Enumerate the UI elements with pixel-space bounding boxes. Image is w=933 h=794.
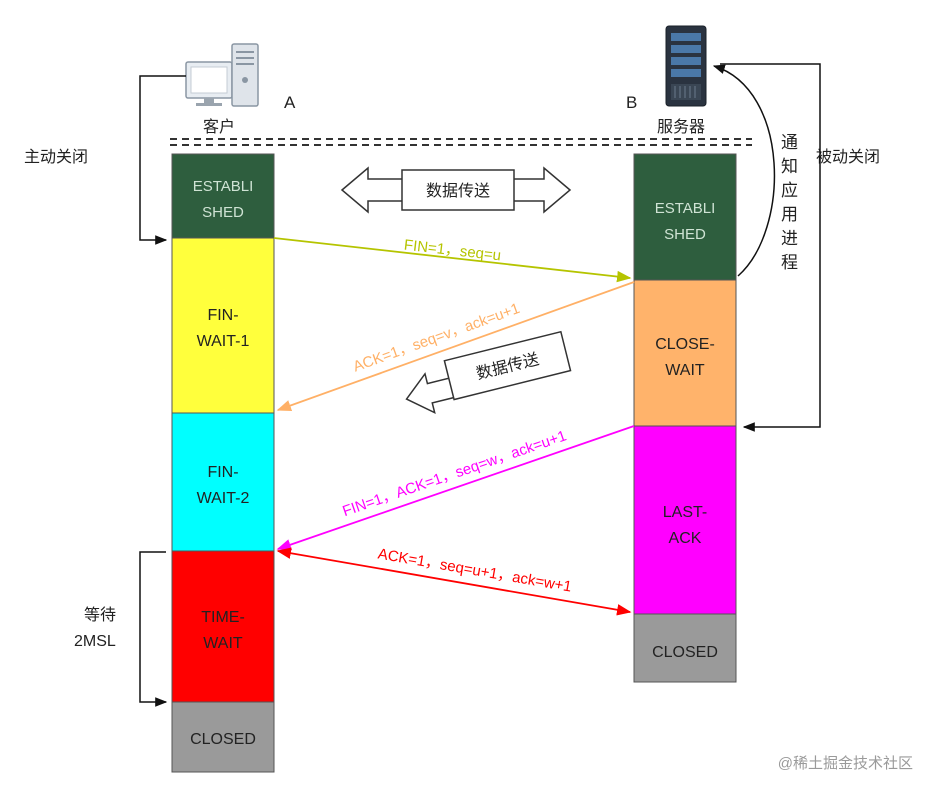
- notify-char-1: 通: [781, 133, 798, 152]
- final-ack-message-label: ACK=1，seq=u+1，ack=w+1: [377, 545, 573, 595]
- notify-application-label: 通 知 应 用 进 程: [781, 133, 798, 272]
- ack-message-arrow: [276, 281, 635, 412]
- client-state-fin-wait-2: FIN- WAIT-2: [171, 412, 275, 552]
- client-state-time-wait-line2: WAIT: [203, 635, 243, 652]
- server-state-close-wait-line1: CLOSE-: [655, 336, 715, 353]
- data-transfer-label: 数据传送: [426, 182, 490, 200]
- wait-2msl-bracket-arrow: [139, 551, 168, 707]
- passive-close-bracket-line: [0, 0, 784, 76]
- passive-close-arrow: [720, 63, 821, 432]
- server-label: 服务器: [657, 118, 705, 136]
- client-state-fin-wait-1-line2: WAIT-1: [197, 333, 250, 350]
- client-state-closed-line1: CLOSED: [190, 731, 256, 748]
- fin-message-arrow: [273, 237, 632, 283]
- notify-app-curved-arrow: [712, 64, 776, 277]
- passive-close-label: 被动关闭: [816, 148, 880, 166]
- server-state-established-line1: ESTABLI: [655, 200, 716, 217]
- server-state-established-line2: SHED: [664, 226, 706, 243]
- fin-ack-message-arrow: [276, 425, 635, 551]
- notify-char-3: 应: [781, 181, 798, 200]
- client-label: 客户: [203, 118, 235, 136]
- fin-ack-message: FIN=1，ACK=1，seq=w，ack=u+1: [276, 425, 635, 551]
- client-state-closed: CLOSED: [171, 701, 275, 773]
- client-state-established: ESTABLI SHED: [171, 153, 275, 239]
- client-state-fin-wait-2-line2: WAIT-2: [197, 490, 250, 507]
- server-state-last-ack-line1: LAST-: [663, 504, 707, 521]
- client-state-column: ESTABLI SHED FIN- WAIT-1 FIN- WAIT-2 TIM…: [171, 153, 275, 773]
- client-state-fin-wait-1: FIN- WAIT-1: [171, 237, 275, 414]
- client-state-established-line2: SHED: [202, 204, 244, 221]
- data-transfer-double-arrow: 数据传送: [340, 166, 572, 214]
- final-ack-message: ACK=1，seq=u+1，ack=w+1: [276, 545, 632, 616]
- server-state-column: ESTABLI SHED CLOSE- WAIT LAST- ACK CLOSE…: [633, 153, 737, 683]
- notify-char-2: 知: [781, 157, 798, 176]
- fin-message-label: FIN=1，seq=u: [403, 237, 502, 265]
- server-state-closed: CLOSED: [633, 613, 737, 683]
- fin-message: FIN=1，seq=u: [273, 237, 632, 283]
- client-state-time-wait-line1: TIME-: [201, 609, 245, 626]
- client-state-fin-wait-1-line1: FIN-: [207, 307, 238, 324]
- server-state-close-wait-line2: WAIT: [665, 362, 705, 379]
- wait-label: 等待: [84, 606, 116, 624]
- server-state-last-ack-line2: ACK: [669, 530, 702, 547]
- data-transfer-left-arrow: 数据传送: [405, 330, 572, 415]
- server-state-last-ack: LAST- ACK: [633, 425, 737, 615]
- final-ack-message-arrow: [276, 547, 632, 616]
- client-computer-icon: [185, 43, 259, 107]
- client-letter: A: [284, 93, 296, 112]
- server-state-established: ESTABLI SHED: [633, 153, 737, 281]
- wait-2msl-label: 2MSL: [74, 633, 116, 650]
- server-letter: B: [626, 93, 637, 112]
- active-close-bracket-arrow: [139, 75, 186, 245]
- notify-char-5: 进: [781, 229, 798, 248]
- server-icon: [665, 25, 707, 107]
- client-state-fin-wait-2-line1: FIN-: [207, 464, 238, 481]
- notify-char-6: 程: [781, 253, 798, 272]
- client-state-established-line1: ESTABLI: [193, 178, 254, 195]
- dashed-separator: [170, 138, 752, 146]
- watermark: @稀土掘金技术社区: [778, 755, 913, 772]
- fin-ack-message-label: FIN=1，ACK=1，seq=w，ack=u+1: [340, 427, 568, 520]
- server-state-closed-line1: CLOSED: [652, 644, 718, 661]
- active-close-label: 主动关闭: [24, 148, 88, 166]
- notify-char-4: 用: [781, 205, 798, 224]
- server-state-close-wait: CLOSE- WAIT: [633, 279, 737, 427]
- client-state-time-wait: TIME- WAIT: [171, 550, 275, 703]
